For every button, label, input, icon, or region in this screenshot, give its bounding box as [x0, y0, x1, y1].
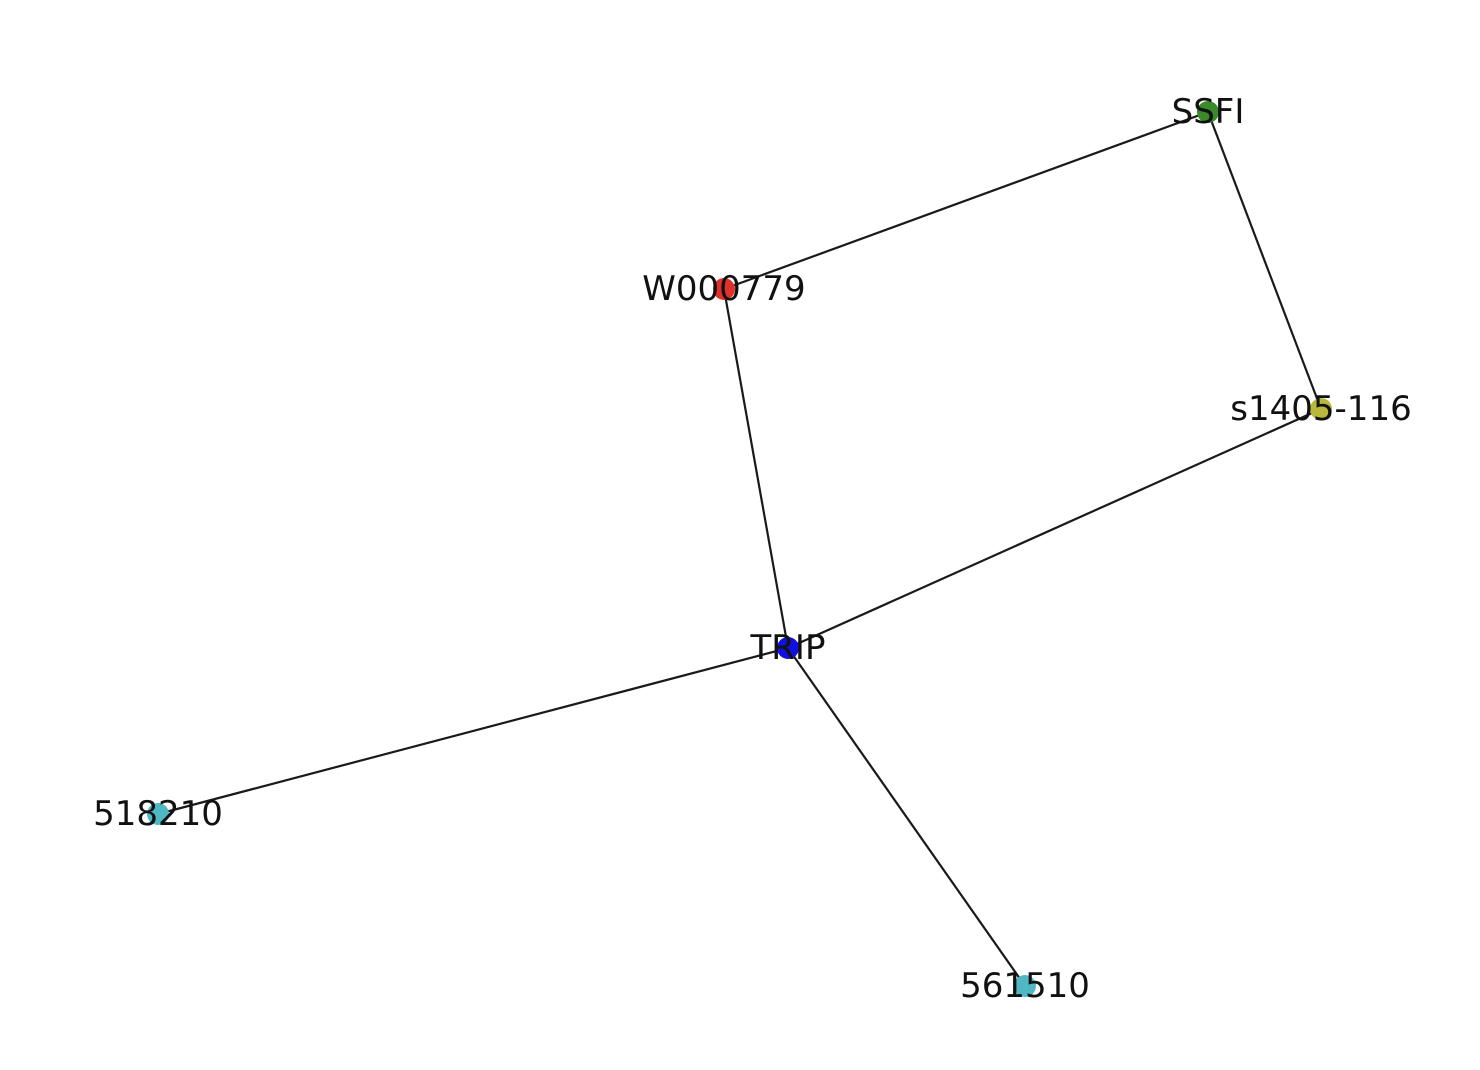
node-s1405-116	[1310, 398, 1332, 420]
node-TRIP	[777, 637, 799, 659]
node-SSFI	[1197, 101, 1219, 123]
node-label-s1405-116: s1405-116	[1230, 389, 1411, 429]
edges-layer	[157, 110, 1323, 987]
node-label-561510: 561510	[960, 966, 1090, 1006]
node-label-518210: 518210	[93, 794, 223, 834]
node-label-W000779: W000779	[642, 269, 805, 309]
edge-TRIP-518210	[157, 646, 789, 816]
edge-SSFI-s1405-116	[1206, 111, 1323, 410]
node-W000779	[713, 278, 735, 300]
node-label-SSFI: SSFI	[1172, 92, 1245, 132]
edge-s1405-116-TRIP	[787, 407, 1322, 650]
node-label-TRIP: TRIP	[750, 628, 826, 668]
edge-W000779-TRIP	[722, 288, 790, 649]
edge-SSFI-W000779	[723, 110, 1209, 291]
edge-TRIP-561510	[787, 647, 1026, 987]
node-518210	[147, 803, 169, 825]
node-561510	[1014, 975, 1036, 997]
nodes-layer	[147, 101, 1332, 997]
